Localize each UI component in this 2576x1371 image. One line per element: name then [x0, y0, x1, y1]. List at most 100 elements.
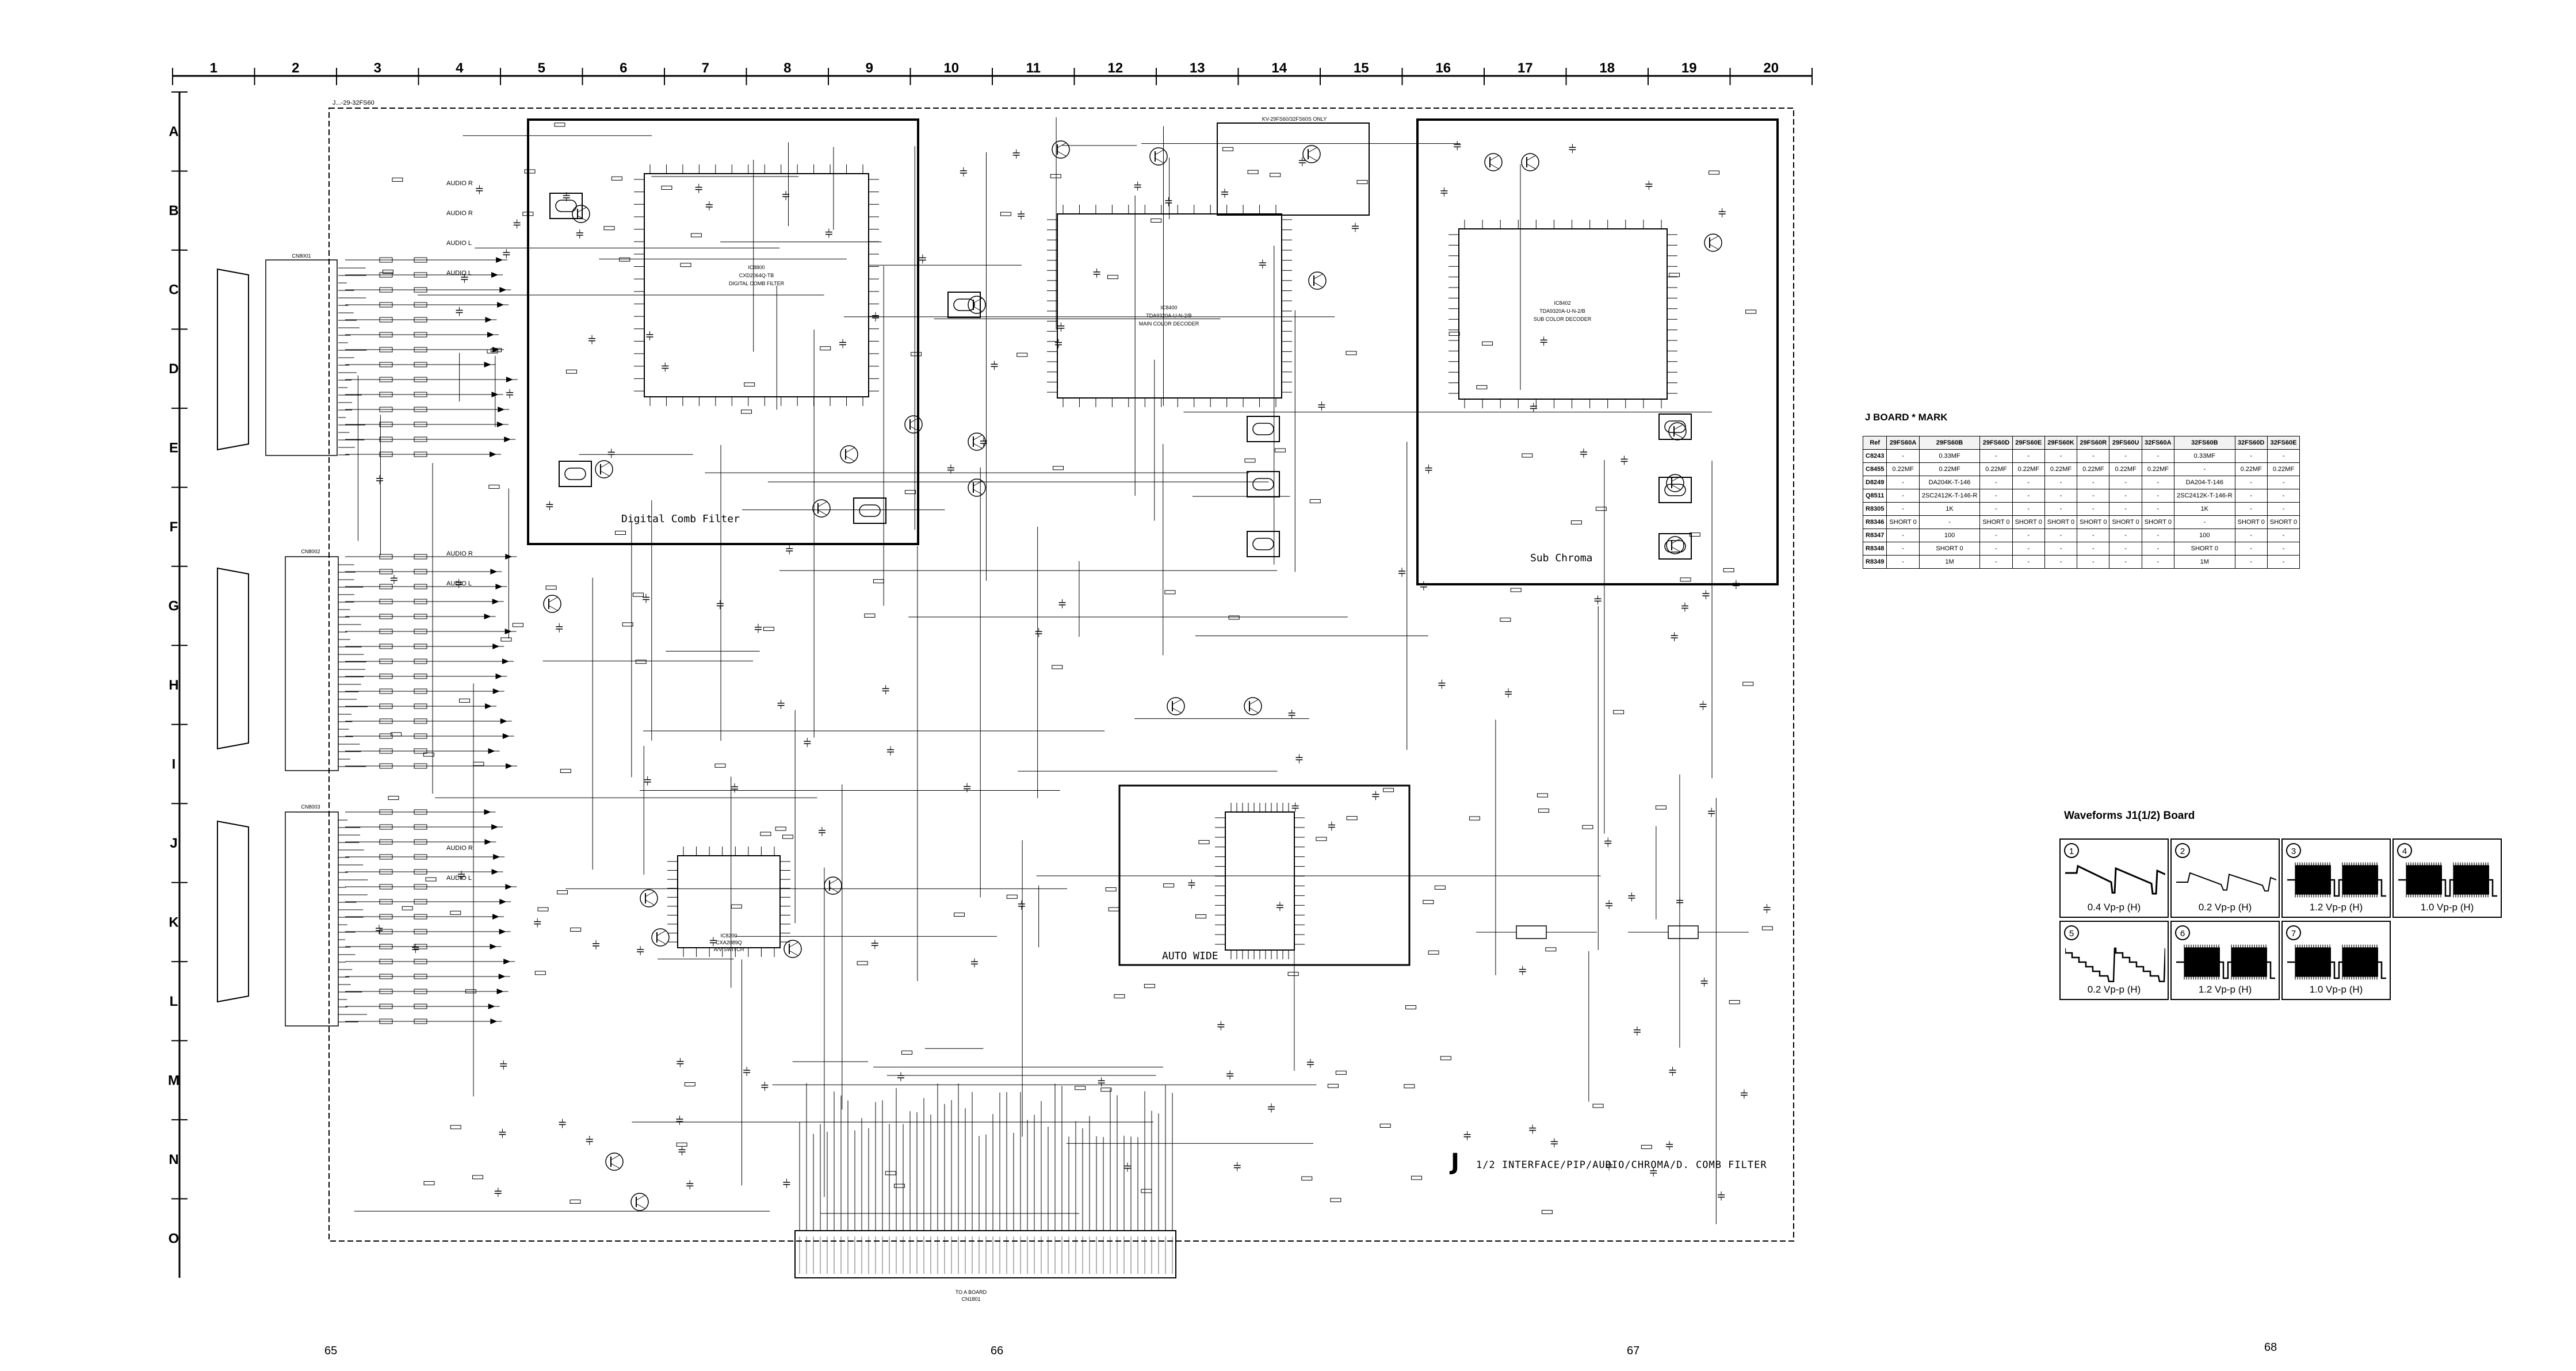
mark-table-cell: 2SC2412K-T-146-R: [2174, 489, 2235, 503]
waveform-number: 4: [2397, 843, 2412, 858]
column-label: 5: [538, 60, 545, 76]
mark-table-cell: -: [1886, 542, 1920, 556]
row-label: B: [169, 203, 178, 219]
mark-table-cell: -: [2012, 476, 2045, 489]
mark-table-cell: 2SC2412K-T-146-R: [1918, 489, 1981, 503]
mark-table-cell: -: [2012, 489, 2045, 503]
svg-text:CN8002: CN8002: [301, 549, 320, 554]
ic8200-label-2: CXA2089Q: [716, 940, 742, 945]
page-number: 68: [2264, 1341, 2277, 1354]
mark-table-row: R8349-1M------1M--: [1862, 555, 2300, 569]
column-label: 7: [702, 60, 709, 76]
waveform-trace: [2287, 944, 2386, 980]
mark-table-header-cell: 32FS60D: [2234, 436, 2268, 450]
column-label: 2: [292, 60, 299, 76]
mark-table-header-cell: Ref: [1862, 436, 1887, 450]
mark-table-header-cell: 29FS60D: [1979, 436, 2013, 450]
mark-table-cell: SHORT 0: [2174, 542, 2235, 556]
mark-table-cell: -: [2141, 489, 2175, 503]
waveform-label: 0.2 Vp-p (H): [2198, 902, 2252, 913]
mark-table-cell: -: [2234, 476, 2268, 489]
mark-table-cell: -: [2044, 449, 2078, 463]
auto-wide-label: AUTO WIDE: [1162, 950, 1218, 962]
row-label: C: [169, 282, 178, 298]
row-label: K: [169, 914, 179, 930]
mark-table-cell: SHORT 0: [1979, 515, 2013, 529]
board-model-label: J...-29-32FS60: [332, 99, 374, 106]
mark-table-cell: -: [2174, 515, 2235, 529]
page-number: 66: [991, 1345, 1004, 1357]
mark-table-cell: 0.22MF: [2012, 462, 2045, 476]
ic8400-label-3: MAIN COLOR DECODER: [1139, 321, 1199, 327]
mark-table-cell: SHORT 0: [2267, 515, 2300, 529]
waveform-number: 7: [2286, 925, 2301, 940]
mark-table-row: R8348-SHORT 0------SHORT 0--: [1862, 542, 2300, 556]
mark-table-cell: -: [2077, 489, 2110, 503]
waveform-trace: [2287, 862, 2386, 898]
page-number: 67: [1627, 1345, 1640, 1357]
waveform-label: 0.4 Vp-p (H): [2087, 902, 2141, 913]
audio-label: AUDIO R: [446, 180, 473, 187]
ic8200-label-3: A/V SWITCH: [714, 947, 744, 952]
mark-table-cell: -: [1979, 555, 2013, 569]
mark-table-header-cell: 29FS60K: [2044, 436, 2078, 450]
board-outline: [328, 108, 1794, 1242]
mark-table-cell: -: [2012, 449, 2045, 463]
mark-table-cell: DA204K-T-146: [1918, 476, 1981, 489]
row-label: E: [169, 441, 178, 456]
mark-table-cell: -: [2012, 542, 2045, 556]
mark-table-cell: -: [1979, 489, 2013, 503]
mark-table-cell: 0.22MF: [2044, 462, 2078, 476]
mark-table-cell: -: [2234, 489, 2268, 503]
mark-table-row: R8347-100------100--: [1862, 529, 2300, 542]
mark-table-cell: -: [2077, 502, 2110, 516]
row-label: M: [168, 1073, 179, 1088]
mark-table-header-cell: 29FS60R: [2077, 436, 2110, 450]
audio-label: AUDIO L: [446, 875, 472, 882]
mark-table-cell: SHORT 0: [2109, 515, 2142, 529]
mark-table-cell: -: [2234, 542, 2268, 556]
mark-table-cell: R8348: [1862, 542, 1887, 556]
mark-table-cell: -: [2267, 502, 2300, 516]
column-label: 8: [783, 60, 791, 76]
board-description: 1/2 INTERFACE/PIP/AUDIO/CHROMA/D. COMB F…: [1476, 1159, 1767, 1171]
waveform-panel: 1 0.4 Vp-p (H): [2059, 838, 2169, 918]
mark-table-cell: SHORT 0: [2044, 515, 2078, 529]
svg-text:CN8001: CN8001: [292, 253, 311, 259]
mark-table-cell: -: [2044, 529, 2078, 542]
column-label: 18: [1599, 60, 1615, 76]
waveform-number: 1: [2064, 843, 2079, 858]
mark-table-cell: -: [2141, 449, 2175, 463]
mark-table-cell: -: [2109, 489, 2142, 503]
mark-table-cell: SHORT 0: [2077, 515, 2110, 529]
digital-comb-filter-label: Digital Comb Filter: [621, 513, 740, 525]
column-label: 6: [620, 60, 627, 76]
mark-table-cell: 0.22MF: [2109, 462, 2142, 476]
mark-table-header-cell: 29FS60A: [1886, 436, 1920, 450]
mark-table-header-cell: 29FS60U: [2109, 436, 2142, 450]
sub-chroma-label: Sub Chroma: [1530, 552, 1592, 564]
mark-table-cell: -: [2267, 529, 2300, 542]
mark-table-cell: -: [2109, 529, 2142, 542]
ic8400-label-1: IC8400: [1160, 305, 1177, 311]
to-board-label-1: TO A BOARD: [956, 1289, 987, 1295]
row-label: H: [169, 677, 178, 693]
mark-table-cell: R8305: [1862, 502, 1887, 516]
mark-table-cell: -: [1979, 529, 2013, 542]
ic8800-label-3: DIGITAL COMB FILTER: [729, 281, 785, 286]
mark-table-cell: 0.22MF: [2267, 462, 2300, 476]
mark-table-cell: 1M: [1918, 555, 1981, 569]
auto-wide-block: [1118, 784, 1411, 966]
column-label: 3: [374, 60, 381, 76]
waveform-label: 0.2 Vp-p (H): [2087, 984, 2141, 995]
mark-table-cell: -: [2109, 555, 2142, 569]
board-letter: J: [1451, 1149, 1459, 1175]
model-note-box: [1217, 122, 1370, 216]
ic8800-label-2: CXD2064Q-TB: [739, 273, 774, 278]
schematic-components: [376, 122, 1773, 1215]
